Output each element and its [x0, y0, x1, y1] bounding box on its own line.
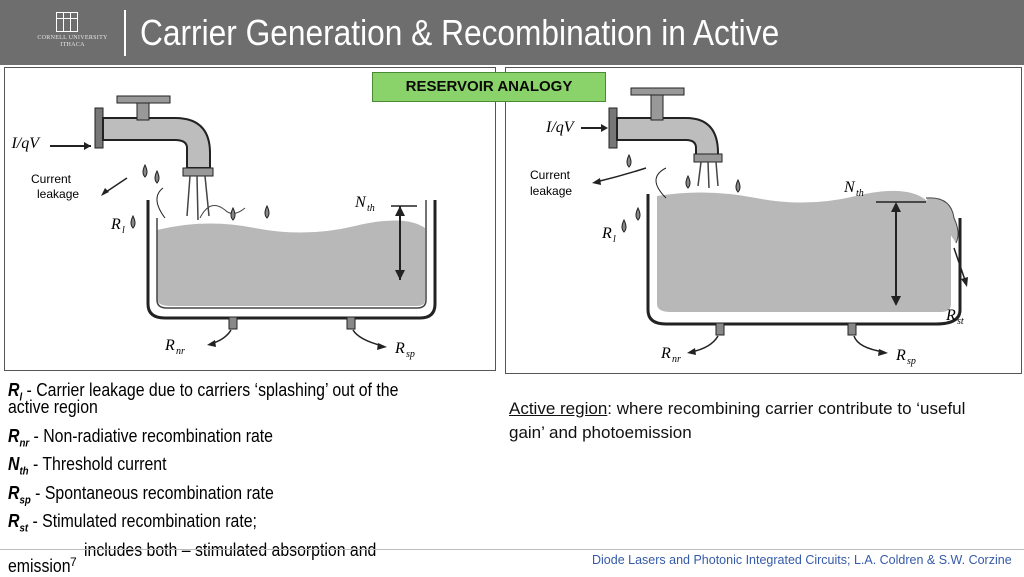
reservoir-diagram-above-threshold: I/qV Current leakage R l N th R nr R sp … — [506, 68, 1021, 373]
nth-sub-label: th — [856, 188, 864, 199]
header-divider — [124, 10, 126, 56]
citation: Diode Lasers and Photonic Integrated Cir… — [592, 553, 1012, 567]
logo-text-line2: ITHACA — [30, 42, 115, 49]
rsp-sub-label: sp — [406, 349, 415, 360]
nth-label: N — [354, 194, 367, 211]
definition-nth: Nth - Threshold current — [8, 454, 167, 478]
rst-sub-label: st — [957, 316, 964, 327]
rl-sub-label: l — [122, 225, 125, 236]
reservoir-diagram-below-threshold: I/qV Current leakage R l N th R nr R sp — [5, 68, 495, 370]
definition-rst: Rst - Stimulated recombination rate; — [8, 511, 257, 535]
faucet-icon — [609, 88, 722, 162]
definition-rsp: Rsp - Spontaneous recombination rate — [8, 483, 274, 507]
rl-label: R — [601, 225, 612, 242]
nth-sub-label: th — [367, 203, 375, 214]
slide-title: Carrier Generation & Recombination in Ac… — [140, 13, 779, 53]
reservoir-water — [657, 191, 951, 312]
active-region-term: Active region — [509, 399, 607, 418]
definition-rst-continued: includes both – stimulated absorption an… — [84, 540, 376, 561]
current-leakage-label-1: Current — [31, 172, 72, 186]
rl-sub-label: l — [613, 234, 616, 245]
building-icon — [56, 12, 78, 32]
rnr-label: R — [660, 345, 671, 362]
rsp-sub-label: sp — [907, 356, 916, 367]
active-region-note: Active region: where recombining carrier… — [509, 397, 989, 445]
current-leakage-label-1: Current — [530, 168, 571, 182]
rsp-label: R — [895, 347, 906, 364]
logo-text-line1: CORNELL UNIVERSITY — [30, 35, 115, 42]
rnr-sub-label: nr — [672, 354, 681, 365]
left-diagram-panel: I/qV Current leakage R l N th R nr R sp — [4, 67, 496, 371]
reservoir-water — [157, 220, 425, 306]
definition-rl-continued: active region — [8, 397, 98, 418]
reservoir-analogy-badge: RESERVOIR ANALOGY — [372, 72, 606, 102]
rl-label: R — [110, 216, 121, 233]
footer-divider — [0, 549, 1024, 550]
page-number: 7 — [70, 555, 77, 569]
input-current-label: I/qV — [545, 119, 576, 136]
rsp-label: R — [394, 340, 405, 357]
right-diagram-panel: I/qV Current leakage R l N th R nr R sp … — [505, 67, 1022, 374]
header-bar: CORNELL UNIVERSITY ITHACA Carrier Genera… — [0, 0, 1024, 65]
definition-rnr: Rnr - Non-radiative recombination rate — [8, 426, 273, 450]
rnr-sub-label: nr — [176, 346, 185, 357]
rst-label: R — [945, 307, 956, 324]
nth-label: N — [843, 179, 856, 196]
current-leakage-label-2: leakage — [37, 187, 79, 201]
rnr-label: R — [164, 337, 175, 354]
university-logo: CORNELL UNIVERSITY ITHACA — [30, 8, 115, 56]
current-leakage-label-2: leakage — [530, 184, 572, 198]
input-current-label: I/qV — [10, 135, 41, 152]
definition-rst-continued-2: emission — [8, 556, 71, 577]
faucet-icon — [95, 96, 213, 176]
